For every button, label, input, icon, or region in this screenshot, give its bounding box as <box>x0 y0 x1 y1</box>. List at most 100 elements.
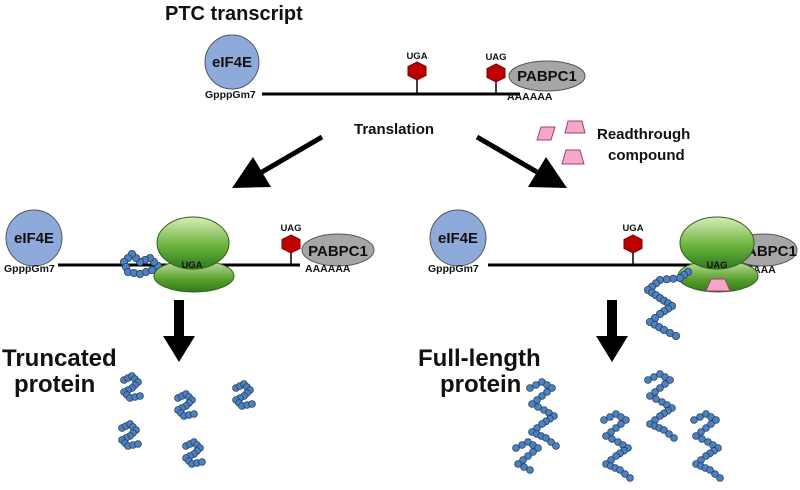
protein-bead <box>548 384 556 392</box>
protein-bead <box>711 470 719 478</box>
truncated-proteins <box>118 372 256 468</box>
protein <box>232 380 256 410</box>
pabpc1-label: PABPC1 <box>308 243 368 260</box>
protein-bead <box>534 403 542 411</box>
arrow-left <box>232 134 324 188</box>
protein-bead <box>134 440 142 448</box>
protein <box>600 410 634 482</box>
eif4e-protein <box>204 34 260 90</box>
protein-bead <box>532 381 540 389</box>
eif4e-label: eIF4E <box>438 230 478 247</box>
nascent-peptide <box>120 249 162 278</box>
protein-bead <box>650 373 658 381</box>
protein-bead <box>248 400 256 408</box>
protein-bead <box>698 435 706 443</box>
readthrough-compounds <box>536 120 586 165</box>
protein <box>512 438 542 474</box>
protein-bead <box>707 420 715 428</box>
protein-bead <box>669 274 678 283</box>
protein-bead <box>672 331 681 340</box>
protein-bead <box>646 392 654 400</box>
protein-bead <box>702 424 710 432</box>
protein <box>120 372 144 402</box>
compound-icon <box>536 126 556 141</box>
protein-bead <box>617 420 625 428</box>
protein-bead <box>136 392 144 400</box>
protein-bead <box>712 416 720 424</box>
eif4e-label: eIF4E <box>212 54 252 71</box>
protein-bead <box>665 430 673 438</box>
protein-bead <box>538 420 546 428</box>
pabpc1-protein <box>301 233 375 267</box>
protein-bead <box>616 466 624 474</box>
protein-bead <box>514 460 522 468</box>
result-label-line1: Full-length <box>418 345 541 372</box>
arrow-right <box>475 134 567 188</box>
left-panel: eIF4E GpppGm7 UGA UAG PABPC1 AAAAAA Trun… <box>2 209 375 468</box>
protein-bead <box>190 410 198 418</box>
protein-bead <box>622 416 630 424</box>
compound-icon <box>561 149 585 165</box>
protein-bead <box>706 466 714 474</box>
protein-bead <box>198 458 206 466</box>
protein-bead <box>690 416 698 424</box>
pabpc1-label: PABPC1 <box>517 68 577 85</box>
ribosome-large-subunit <box>156 216 230 270</box>
readthrough-label-line1: Readthrough <box>597 126 690 143</box>
protein-bead <box>606 413 614 421</box>
protein <box>174 390 198 420</box>
protein <box>118 420 142 450</box>
protein-bead <box>528 400 536 408</box>
protein-bead <box>612 424 620 432</box>
protein-bead <box>518 441 526 449</box>
down-arrow <box>596 300 628 362</box>
protein-bead <box>608 435 616 443</box>
protein-bead <box>512 444 520 452</box>
eif4e-protein <box>429 209 487 267</box>
protein <box>182 438 206 468</box>
protein-bead <box>621 470 629 478</box>
protein-bead <box>602 432 610 440</box>
protein-bead <box>644 376 652 384</box>
uag-label: UAG <box>485 52 506 63</box>
protein-bead <box>676 273 685 282</box>
top-transcript: eIF4E GpppGm7 UGA UAG PABPC1 AAAAAA <box>204 34 586 103</box>
protein-bead <box>524 452 532 460</box>
protein-bead <box>696 413 704 421</box>
protein-bead <box>670 434 678 442</box>
uag-label: UAG <box>280 223 301 234</box>
protein-bead <box>534 444 542 452</box>
cap-label: GpppGm7 <box>4 263 55 275</box>
protein-bead <box>526 466 534 474</box>
nascent-peptide <box>644 267 693 340</box>
protein-bead <box>147 265 156 274</box>
stop-codon-hexagon <box>407 61 427 81</box>
uga-label: UGA <box>622 223 643 234</box>
protein-bead <box>543 388 551 396</box>
protein-bead <box>538 392 546 400</box>
protein <box>644 370 678 442</box>
ribosome-large-subunit <box>679 216 755 270</box>
stop-codon-hexagon <box>486 63 506 83</box>
result-label-line2: protein <box>440 371 521 398</box>
result-label-line2: protein <box>14 371 95 398</box>
protein-bead <box>702 452 710 460</box>
polya-label: AAAAAA <box>507 91 553 103</box>
protein-bead <box>612 452 620 460</box>
pabpc1-protein <box>508 60 586 92</box>
translation-label: Translation <box>354 121 434 138</box>
compound-icon <box>564 120 586 134</box>
eif4e-label: eIF4E <box>14 230 54 247</box>
ribosome-codon-label: UGA <box>181 260 202 271</box>
protein-bead <box>526 384 534 392</box>
uga-label: UGA <box>406 51 427 62</box>
bound-compound-icon <box>705 278 731 292</box>
right-panel: eIF4E GpppGm7 UGA PABPC1 AAA UAG Full-le… <box>418 209 798 482</box>
protein-bead <box>666 376 674 384</box>
protein-bead <box>547 438 555 446</box>
protein-bead <box>656 412 664 420</box>
protein <box>690 410 724 482</box>
protein-bead <box>552 442 560 450</box>
ribosome-codon-label: UAG <box>706 260 727 271</box>
